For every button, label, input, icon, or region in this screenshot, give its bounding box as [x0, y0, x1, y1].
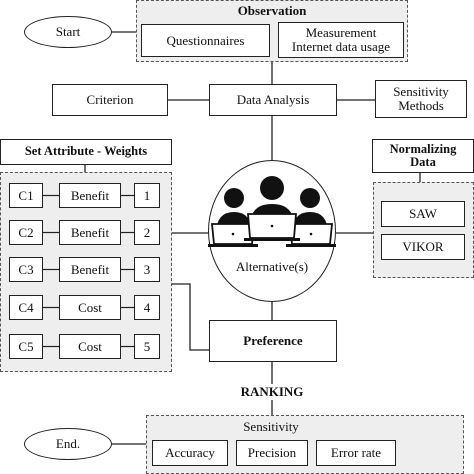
metric-error-rate-label: Error rate — [330, 445, 382, 461]
alternatives-label: Alternative(s) — [235, 259, 309, 274]
attribute-code: C4 — [9, 295, 43, 320]
method-saw-label: SAW — [409, 206, 437, 222]
sensitivity-methods-line1: Sensitivity — [393, 84, 449, 100]
attribute-weight: 2 — [134, 220, 160, 245]
ranking-label: RANKING — [240, 384, 304, 399]
end-node: End. — [24, 428, 112, 460]
questionnaires-box: Questionnaires — [141, 24, 270, 57]
attribute-weight: 3 — [134, 257, 160, 282]
metric-precision: Precision — [236, 440, 308, 466]
criterion-box: Criterion — [52, 84, 168, 116]
normalizing-data-box: Normalizing Data — [372, 139, 474, 173]
attribute-type: Cost — [59, 295, 121, 320]
metric-error-rate: Error rate — [316, 440, 396, 466]
method-vikor-label: VIKOR — [402, 239, 444, 255]
sensitivity-title: Sensitivity — [243, 419, 299, 434]
sensitivity-methods-box: Sensitivity Methods — [375, 80, 467, 118]
attribute-type: Benefit — [59, 220, 121, 245]
data-analysis-box: Data Analysis — [209, 84, 337, 116]
method-vikor: VIKOR — [381, 234, 465, 260]
end-label: End. — [55, 436, 81, 452]
methods-panel — [373, 182, 474, 278]
measurement-label: Measurement — [305, 25, 377, 41]
attribute-type: Cost — [59, 334, 121, 359]
set-attribute-box: Set Attribute - Weights — [0, 139, 172, 165]
normalizing-line2: Data — [410, 155, 436, 169]
attribute-weight: 5 — [134, 334, 160, 359]
data-analysis-label: Data Analysis — [236, 92, 310, 108]
sensitivity-methods-line2: Methods — [398, 98, 444, 113]
questionnaires-label: Questionnaires — [166, 32, 245, 48]
attribute-row-connectors — [43, 194, 134, 348]
attribute-weight: 4 — [134, 295, 160, 320]
observation-title: Observation — [237, 3, 307, 18]
attribute-type: Benefit — [59, 257, 121, 282]
internet-data-label: Internet data usage — [291, 39, 391, 54]
method-saw: SAW — [381, 201, 465, 227]
set-attribute-label: Set Attribute - Weights — [24, 144, 148, 159]
metric-accuracy: Accuracy — [152, 440, 228, 466]
attribute-weight: 1 — [134, 183, 160, 208]
attribute-code: C1 — [9, 183, 43, 208]
attribute-code: C5 — [9, 334, 43, 359]
start-node: Start — [24, 16, 112, 48]
metric-accuracy-label: Accuracy — [165, 445, 215, 461]
preference-box: Preference — [209, 320, 337, 362]
attribute-code: C3 — [9, 257, 43, 282]
attribute-type: Benefit — [59, 183, 121, 208]
measurement-box: Measurement Internet data usage — [278, 22, 404, 58]
criterion-label: Criterion — [86, 92, 134, 108]
people-laptops-icon — [208, 176, 336, 247]
attribute-code: C2 — [9, 220, 43, 245]
metric-precision-label: Precision — [247, 445, 297, 461]
preference-label: Preference — [243, 333, 303, 349]
normalizing-line1: Normalizing — [389, 141, 457, 156]
start-label: Start — [55, 24, 81, 40]
